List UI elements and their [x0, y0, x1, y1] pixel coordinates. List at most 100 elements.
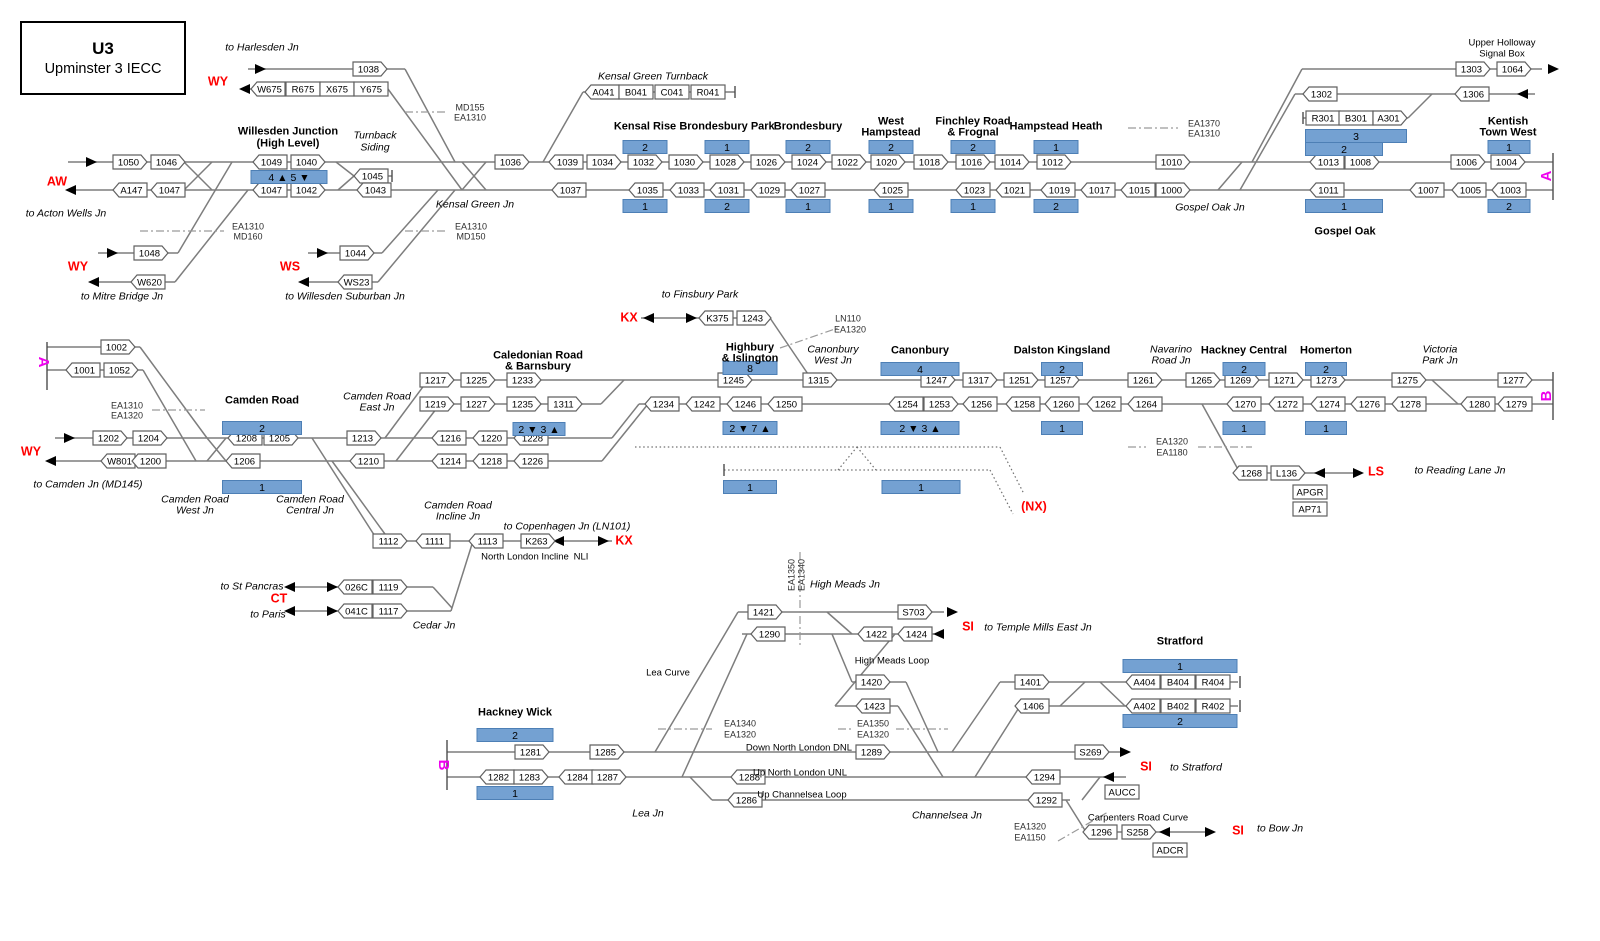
signal-berth-1216[interactable]: 1216: [431, 430, 467, 446]
signal-berth-1210[interactable]: 1210: [349, 453, 385, 469]
signal-berth-1034[interactable]: 1034: [586, 154, 622, 170]
signal-berth-A404[interactable]: A404: [1125, 674, 1161, 690]
signal-berth-B404[interactable]: B404: [1160, 674, 1196, 690]
signal-berth-C041[interactable]: C041: [654, 84, 690, 100]
signal-berth-1022[interactable]: 1022: [831, 154, 867, 170]
signal-berth-1227[interactable]: 1227: [460, 396, 496, 412]
signal-berth-1260[interactable]: 1260: [1044, 396, 1080, 412]
signal-berth-1423[interactable]: 1423: [855, 698, 891, 714]
signal-berth-1284[interactable]: 1284: [558, 769, 594, 785]
signal-berth-1018[interactable]: 1018: [913, 154, 949, 170]
signal-berth-1013[interactable]: 1013: [1309, 154, 1345, 170]
signal-berth-1294[interactable]: 1294: [1025, 769, 1061, 785]
signal-berth-ADCR[interactable]: ADCR: [1152, 842, 1188, 858]
signal-berth-1005[interactable]: 1005: [1451, 182, 1487, 198]
signal-berth-W801[interactable]: W801: [100, 453, 136, 469]
signal-berth-R402[interactable]: R402: [1195, 698, 1231, 714]
signal-berth-1000[interactable]: 1000: [1155, 182, 1191, 198]
signal-berth-B041[interactable]: B041: [618, 84, 654, 100]
signal-berth-A301[interactable]: A301: [1372, 110, 1408, 126]
signal-berth-1016[interactable]: 1016: [955, 154, 991, 170]
signal-berth-W675[interactable]: W675: [250, 81, 286, 97]
signal-berth-1277[interactable]: 1277: [1497, 372, 1533, 388]
signal-berth-1042[interactable]: 1042: [290, 182, 326, 198]
signal-berth-R041[interactable]: R041: [690, 84, 726, 100]
signal-berth-1030[interactable]: 1030: [668, 154, 704, 170]
signal-berth-1220[interactable]: 1220: [472, 430, 508, 446]
signal-berth-1045[interactable]: 1045: [353, 168, 389, 184]
signal-berth-1213[interactable]: 1213: [346, 430, 382, 446]
signal-berth-1017[interactable]: 1017: [1080, 182, 1116, 198]
signal-berth-WS23[interactable]: WS23: [337, 274, 373, 290]
signal-berth-X675[interactable]: X675: [319, 81, 355, 97]
signal-berth-R675[interactable]: R675: [285, 81, 321, 97]
signal-berth-026C[interactable]: 026C: [337, 579, 373, 595]
signal-berth-1279[interactable]: 1279: [1497, 396, 1533, 412]
signal-berth-1037[interactable]: 1037: [551, 182, 587, 198]
signal-berth-S258[interactable]: S258: [1121, 824, 1157, 840]
signal-berth-1048[interactable]: 1048: [133, 245, 169, 261]
signal-berth-1420[interactable]: 1420: [855, 674, 891, 690]
signal-berth-1049[interactable]: 1049: [252, 154, 288, 170]
signal-berth-1278[interactable]: 1278: [1391, 396, 1427, 412]
signal-berth-1026[interactable]: 1026: [750, 154, 786, 170]
signal-berth-1234[interactable]: 1234: [644, 396, 680, 412]
signal-berth-1206[interactable]: 1206: [225, 453, 261, 469]
signal-berth-1012[interactable]: 1012: [1036, 154, 1072, 170]
signal-berth-1246[interactable]: 1246: [726, 396, 762, 412]
signal-berth-1296[interactable]: 1296: [1082, 824, 1118, 840]
signal-berth-1039[interactable]: 1039: [548, 154, 584, 170]
signal-berth-1015[interactable]: 1015: [1120, 182, 1156, 198]
signal-berth-AP71[interactable]: AP71: [1292, 501, 1328, 517]
signal-berth-1275[interactable]: 1275: [1391, 372, 1427, 388]
signal-berth-1262[interactable]: 1262: [1086, 396, 1122, 412]
signal-berth-1006[interactable]: 1006: [1450, 154, 1486, 170]
signal-berth-R301[interactable]: R301: [1305, 110, 1341, 126]
signal-berth-L136[interactable]: L136: [1270, 465, 1306, 481]
signal-berth-1290[interactable]: 1290: [750, 626, 786, 642]
signal-berth-1261[interactable]: 1261: [1127, 372, 1163, 388]
signal-berth-1219[interactable]: 1219: [419, 396, 455, 412]
signal-berth-1281[interactable]: 1281: [514, 744, 550, 760]
signal-berth-1007[interactable]: 1007: [1409, 182, 1445, 198]
signal-berth-1047[interactable]: 1047: [252, 182, 288, 198]
signal-berth-S703[interactable]: S703: [897, 604, 933, 620]
signal-berth-1023[interactable]: 1023: [955, 182, 991, 198]
signal-berth-1029[interactable]: 1029: [750, 182, 786, 198]
signal-berth-1031[interactable]: 1031: [709, 182, 745, 198]
signal-berth-K263[interactable]: K263: [520, 533, 556, 549]
signal-berth-1274[interactable]: 1274: [1310, 396, 1346, 412]
signal-berth-1242[interactable]: 1242: [685, 396, 721, 412]
signal-berth-1038[interactable]: 1038: [352, 61, 388, 77]
signal-berth-1204[interactable]: 1204: [132, 430, 168, 446]
signal-berth-R404[interactable]: R404: [1195, 674, 1231, 690]
signal-berth-041C[interactable]: 041C: [337, 603, 373, 619]
signal-berth-1250[interactable]: 1250: [767, 396, 803, 412]
signal-berth-1035[interactable]: 1035: [628, 182, 664, 198]
signal-berth-1306[interactable]: 1306: [1454, 86, 1490, 102]
signal-berth-1119[interactable]: 1119: [372, 579, 408, 595]
signal-berth-1200[interactable]: 1200: [131, 453, 167, 469]
signal-berth-1424[interactable]: 1424: [897, 626, 933, 642]
signal-berth-1256[interactable]: 1256: [962, 396, 998, 412]
signal-berth-1251[interactable]: 1251: [1003, 372, 1039, 388]
signal-berth-B301[interactable]: B301: [1338, 110, 1374, 126]
signal-berth-1028[interactable]: 1028: [709, 154, 745, 170]
signal-berth-1032[interactable]: 1032: [627, 154, 663, 170]
signal-berth-1265[interactable]: 1265: [1185, 372, 1221, 388]
signal-berth-1292[interactable]: 1292: [1027, 792, 1063, 808]
signal-berth-1218[interactable]: 1218: [472, 453, 508, 469]
signal-berth-Y675[interactable]: Y675: [353, 81, 389, 97]
signal-berth-1044[interactable]: 1044: [339, 245, 375, 261]
signal-berth-1003[interactable]: 1003: [1491, 182, 1527, 198]
signal-berth-1112[interactable]: 1112: [372, 533, 408, 549]
signal-berth-B402[interactable]: B402: [1160, 698, 1196, 714]
signal-berth-1286[interactable]: 1286: [727, 792, 763, 808]
signal-berth-1117[interactable]: 1117: [372, 603, 408, 619]
signal-berth-1245[interactable]: 1245: [717, 372, 753, 388]
signal-berth-1264[interactable]: 1264: [1127, 396, 1163, 412]
signal-berth-1036[interactable]: 1036: [494, 154, 530, 170]
signal-berth-1113[interactable]: 1113: [468, 533, 504, 549]
signal-berth-1317[interactable]: 1317: [962, 372, 998, 388]
signal-berth-1020[interactable]: 1020: [870, 154, 906, 170]
